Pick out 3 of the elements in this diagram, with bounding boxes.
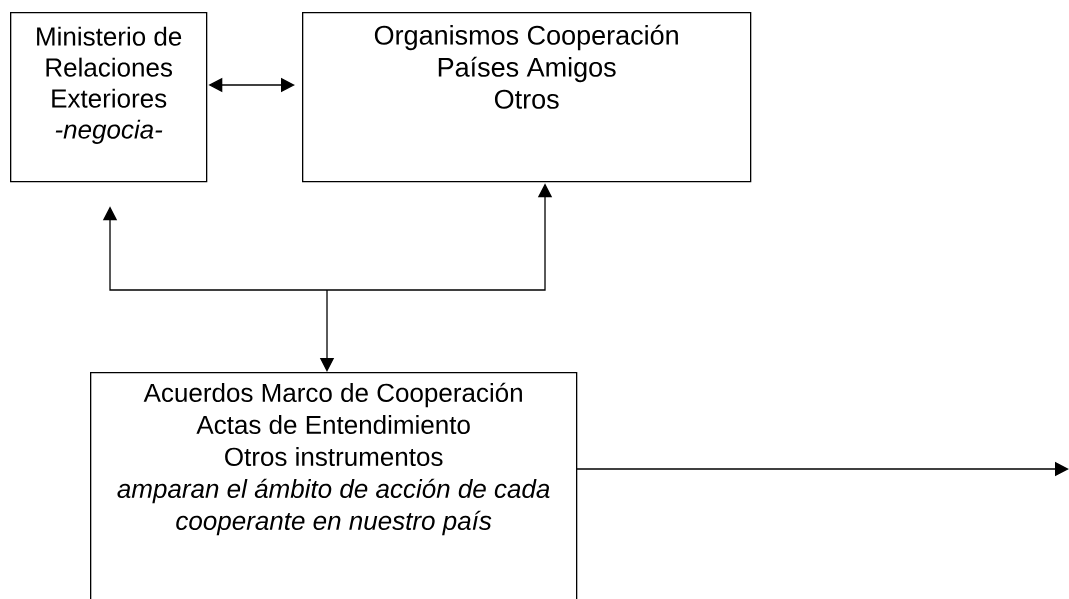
- text-box: Ministerio de Relaciones Exteriores -negocia-: [10, 12, 208, 183]
- text-box: Acuerdos Marco de Cooperación Actas de Entendimiento Otros instrumentos amparan el ámbito de acción de cada cooperante en nuestro país: [90, 372, 578, 599]
- text-box: Organismos Cooperación Países Amigos Otros: [302, 12, 752, 183]
